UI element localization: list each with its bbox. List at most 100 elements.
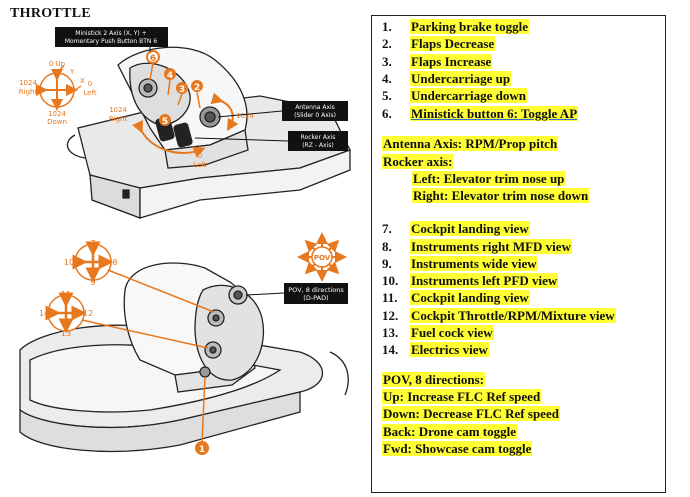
legend-view-7: 7. Cockpit landing view <box>372 221 530 237</box>
legend-number: 11. <box>382 290 398 306</box>
legend-number: 1. <box>382 19 392 34</box>
legend-label: Instruments wide view <box>410 255 538 271</box>
svg-text:8: 8 <box>112 258 117 267</box>
legend-label: Instruments right MFD view <box>410 238 572 254</box>
legend-view-11: 11. Cockpit landing view <box>372 290 530 306</box>
legend-number: 14. <box>382 342 399 358</box>
legend-number: 8. <box>382 238 392 254</box>
axis-up-label: 0 Up <box>49 60 66 68</box>
legend-label: Antenna Axis: RPM/Prop pitch <box>382 136 559 152</box>
svg-text:Rocker Axis: Rocker Axis <box>301 134 336 141</box>
rocker-axis-arrow <box>132 120 206 158</box>
legend-label: Left: Elevator trim nose up <box>412 171 566 187</box>
legend-label: Flaps Increase <box>410 53 493 69</box>
axis-x-label: X <box>80 77 85 85</box>
legend-number: 3. <box>382 53 392 69</box>
legend-button-5: 5.Undercarriage down <box>372 88 527 104</box>
callout-pov: POV, 8 directions (D-PAD) <box>245 283 348 304</box>
callout-ministick: Ministick 2 Axis (X, Y) + Momentary Push… <box>55 27 168 52</box>
marker-3: 3 <box>176 82 188 95</box>
legend-pov-title: POV, 8 directions: <box>382 371 485 388</box>
legend-number: 7. <box>382 221 392 237</box>
marker-6: 6 <box>146 50 160 64</box>
legend-number: 13. <box>382 325 399 341</box>
legend-pov-item: Fwd: Showcase cam toggle <box>382 440 533 457</box>
svg-text:POV: POV <box>314 254 331 262</box>
legend-button-1: 1. Parking brake toggle <box>372 19 529 35</box>
legend-label: Undercarriage up <box>410 70 512 86</box>
pov-badge: POV <box>297 232 347 282</box>
legend-antenna-axis: Antenna Axis: RPM/Prop pitch <box>382 136 559 152</box>
legend-label: Down: Decrease FLC Ref speed <box>382 406 560 422</box>
rocker-left-num: 0 <box>198 152 202 160</box>
rocker-right-word: Right <box>109 115 128 123</box>
callout-rocker: Rocker Axis (RZ - Axis) <box>194 131 348 151</box>
legend-number: 2. <box>382 36 392 52</box>
throttle-diagram: 6 4 3 2 5 0 Up Y X 1024 Right 0 Left 102… <box>19 27 351 455</box>
axis-right-num: 1024 <box>19 79 37 87</box>
svg-text:13: 13 <box>61 329 71 338</box>
legend-label: Rocker axis: <box>382 153 454 169</box>
marker-1: 1 <box>195 376 209 455</box>
legend-view-12: 12. Cockpit Throttle/RPM/Mixture view <box>372 307 616 324</box>
legend-number: 9. <box>382 255 392 271</box>
antenna-axis-arrow <box>210 92 239 132</box>
axis-y-label: Y <box>69 68 75 76</box>
legend-view-13: 13. Fuel cock view <box>372 325 494 341</box>
legend-button-3: 3. Flaps Increase <box>372 53 493 70</box>
ministick-axis-cross <box>36 65 82 111</box>
marker-4: 4 <box>164 68 176 81</box>
legend-label: Parking brake toggle <box>410 19 529 34</box>
svg-text:POV, 8 directions: POV, 8 directions <box>288 286 344 294</box>
legend-rocker-title: Rocker axis: <box>382 153 454 170</box>
marker-2: 2 <box>191 80 203 93</box>
svg-text:3: 3 <box>179 85 185 95</box>
svg-text:10: 10 <box>64 258 74 267</box>
svg-text:6: 6 <box>150 54 156 64</box>
legend-label: Cockpit landing view <box>410 221 530 237</box>
axis-down-word: Down <box>47 118 67 126</box>
svg-text:7: 7 <box>90 239 95 248</box>
legend-number: 12. <box>382 307 399 323</box>
rocker-right-num: 1024 <box>109 106 127 114</box>
legend-label: Flaps Decrease <box>410 36 496 52</box>
legend-rocker-right: Right: Elevator trim nose down <box>412 188 590 204</box>
svg-text:(D-PAD): (D-PAD) <box>303 294 328 302</box>
legend-label: Fuel cock view <box>410 325 494 341</box>
svg-text:(RZ - Axis): (RZ - Axis) <box>302 142 333 149</box>
legend-label: Cockpit landing view <box>410 290 530 306</box>
page-title: THROTTLE <box>10 6 91 21</box>
svg-text:9: 9 <box>90 278 95 287</box>
legend-view-14: 14.Electrics view <box>372 342 489 358</box>
callout-antenna: Antenna Axis (Slider 0 Axis) <box>217 101 348 121</box>
svg-text:1: 1 <box>199 445 205 455</box>
svg-text:(Slider 0 Axis): (Slider 0 Axis) <box>294 112 336 119</box>
legend-number: 10. <box>382 273 399 289</box>
legend-button-6: 6.Ministick button 6: Toggle AP <box>372 105 579 122</box>
svg-text:Momentary Push Button BTN 6: Momentary Push Button BTN 6 <box>65 38 157 45</box>
view-hat-cross-upper: 7 8 9 10 <box>64 239 215 313</box>
axis-down-num: 1024 <box>48 110 66 118</box>
legend-pov-item: Down: Decrease FLC Ref speed <box>382 406 560 422</box>
throttle-bottom-illustration <box>19 262 349 453</box>
legend-label: Fwd: Showcase cam toggle <box>382 440 533 456</box>
svg-text:14: 14 <box>39 309 49 318</box>
svg-text:Antenna Axis: Antenna Axis <box>295 104 335 111</box>
view-hat-cross-lower: 11 12 13 14 <box>39 290 209 349</box>
svg-text:4: 4 <box>167 71 173 81</box>
legend-view-9: 9. Instruments wide view <box>372 255 538 272</box>
legend-label: Cockpit Throttle/RPM/Mixture view <box>410 307 616 323</box>
legend-label: Right: Elevator trim nose down <box>412 188 590 204</box>
legend-number: 4. <box>382 70 392 86</box>
axis-right-word: Right <box>19 88 38 96</box>
rocker-left-word: Left <box>193 161 206 169</box>
legend-label: Ministick button 6: Toggle AP <box>410 105 579 121</box>
legend-button-2: 2. Flaps Decrease <box>372 36 496 52</box>
legend-view-8: 8. Instruments right MFD view <box>372 238 572 255</box>
svg-text:12: 12 <box>83 309 93 318</box>
legend-number: 5. <box>382 88 392 104</box>
svg-text:11: 11 <box>61 290 71 299</box>
legend-label: Instruments left PFD view <box>410 273 559 289</box>
legend-label: Back: Drone cam toggle <box>382 423 517 439</box>
